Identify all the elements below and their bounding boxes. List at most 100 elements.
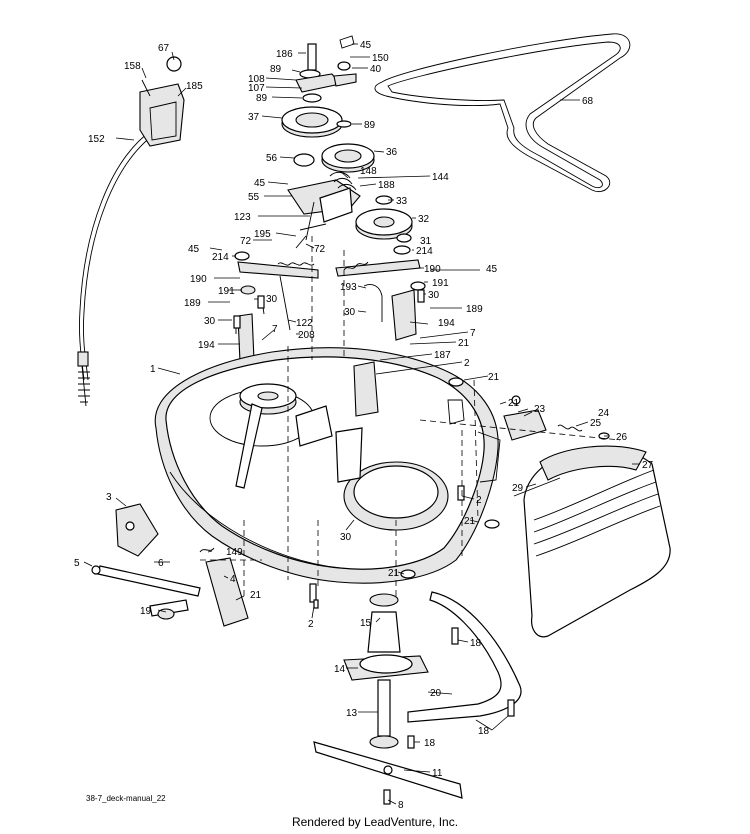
callout-45: 45 xyxy=(360,40,372,51)
callout-1: 1 xyxy=(150,364,156,375)
blade xyxy=(313,741,463,805)
callout-144: 144 xyxy=(432,172,449,183)
callout-149: 149 xyxy=(226,547,243,558)
callout-36: 36 xyxy=(386,147,398,158)
callout-189: 189 xyxy=(466,304,483,315)
callout-19: 19 xyxy=(140,606,152,617)
callout-214: 214 xyxy=(416,246,433,257)
callout-123: 123 xyxy=(234,212,251,223)
callout-21: 21 xyxy=(458,338,470,349)
deck-pulley xyxy=(355,195,413,255)
diagram-code: 38-7_deck-manual_22 xyxy=(86,794,166,803)
spindle-pulley xyxy=(235,383,333,489)
blade-spindle xyxy=(343,593,429,749)
callout-150: 150 xyxy=(372,53,389,64)
callout-21: 21 xyxy=(508,398,520,409)
callout-107: 107 xyxy=(248,83,265,94)
callout-8: 8 xyxy=(398,800,404,811)
callout-21: 21 xyxy=(388,568,400,579)
callout-67: 67 xyxy=(158,43,170,54)
lift-link xyxy=(91,565,201,597)
callout-89: 89 xyxy=(256,93,268,104)
callout-68: 68 xyxy=(582,96,594,107)
callout-7: 7 xyxy=(470,328,476,339)
callout-194: 194 xyxy=(198,340,215,351)
callout-3: 3 xyxy=(106,492,112,503)
callout-29: 29 xyxy=(512,483,524,494)
leader-lines xyxy=(83,43,640,805)
callout-190: 190 xyxy=(424,264,441,275)
callout-72: 72 xyxy=(240,236,252,247)
callout-21: 21 xyxy=(488,372,500,383)
callout-2: 2 xyxy=(476,495,482,506)
callout-193: 193 xyxy=(340,282,357,293)
idler-pulley-stack xyxy=(281,35,375,173)
callout-33: 33 xyxy=(396,196,408,207)
drive-belt xyxy=(374,33,631,192)
callout-7: 7 xyxy=(272,324,278,335)
callout-4: 4 xyxy=(230,574,236,585)
left-spring-bracket xyxy=(234,235,319,363)
callout-152: 152 xyxy=(88,134,105,145)
callout-26: 26 xyxy=(616,432,628,443)
discharge-chute xyxy=(523,432,671,638)
callout-30: 30 xyxy=(266,294,278,305)
bolts xyxy=(157,289,515,749)
callout-6: 6 xyxy=(158,558,164,569)
callout-27: 27 xyxy=(642,460,654,471)
callout-185: 185 xyxy=(186,81,203,92)
callout-21: 21 xyxy=(250,590,262,601)
callout-2: 2 xyxy=(464,358,470,369)
callout-45: 45 xyxy=(188,244,200,255)
callout-45: 45 xyxy=(254,178,266,189)
baffle xyxy=(407,591,522,723)
callout-23: 23 xyxy=(534,404,546,415)
deck-lift-cable xyxy=(77,129,157,407)
deck-bracket-center xyxy=(335,361,379,483)
callout-20: 20 xyxy=(430,688,442,699)
cable-bracket xyxy=(139,56,185,147)
idler-arm-assembly xyxy=(287,171,361,241)
callout-32: 32 xyxy=(418,214,430,225)
callout-89: 89 xyxy=(270,64,282,75)
alignment-lines xyxy=(200,236,621,600)
callout-40: 40 xyxy=(370,64,382,75)
callout-191: 191 xyxy=(432,278,449,289)
callout-122: 122 xyxy=(296,318,313,329)
callout-190: 190 xyxy=(190,274,207,285)
chute-bracket xyxy=(503,395,583,497)
callout-37: 37 xyxy=(248,112,260,123)
callout-191: 191 xyxy=(218,286,235,297)
callout-25: 25 xyxy=(590,418,602,429)
callout-56: 56 xyxy=(266,153,278,164)
callout-30: 30 xyxy=(344,307,356,318)
callout-186: 186 xyxy=(276,49,293,60)
rendered-by-credit: Rendered by LeadVenture, Inc. xyxy=(291,815,459,829)
callout-194: 194 xyxy=(438,318,455,329)
callout-21: 21 xyxy=(464,516,476,527)
callout-13: 13 xyxy=(346,708,358,719)
callout-208: 208 xyxy=(298,330,315,341)
callout-214: 214 xyxy=(212,252,229,263)
mower-deck-housing xyxy=(154,347,501,584)
deck-hanger-bracket xyxy=(115,503,159,557)
callout-14: 14 xyxy=(334,664,346,675)
callout-15: 15 xyxy=(360,618,372,629)
callout-148: 148 xyxy=(360,166,377,177)
callout-72: 72 xyxy=(314,244,326,255)
callout-89: 89 xyxy=(364,120,376,131)
callout-18: 18 xyxy=(478,726,490,737)
callout-30: 30 xyxy=(204,316,216,327)
callout-18: 18 xyxy=(424,738,436,749)
callout-158: 158 xyxy=(124,61,141,72)
callout-31: 31 xyxy=(420,236,432,247)
callout-30: 30 xyxy=(340,532,352,543)
callout-2: 2 xyxy=(308,619,314,630)
callout-108: 108 xyxy=(248,74,265,85)
callout-labels: 67 158 185 152 186 45 150 89 40 108 107 … xyxy=(74,40,654,811)
callout-24: 24 xyxy=(598,408,610,419)
callout-195: 195 xyxy=(254,229,271,240)
callout-30: 30 xyxy=(428,290,440,301)
callout-11: 11 xyxy=(432,768,443,779)
